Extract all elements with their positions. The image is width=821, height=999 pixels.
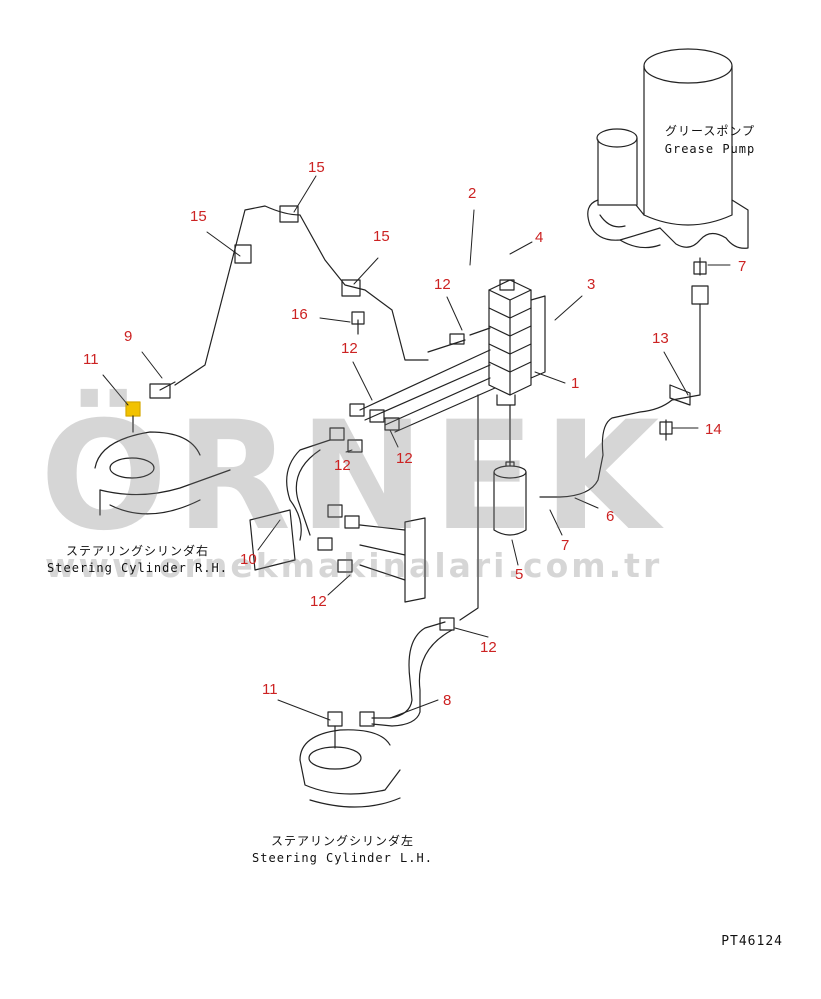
callout-11: 11	[262, 681, 278, 698]
callout-9: 9	[124, 328, 133, 345]
pump-supply-line	[539, 257, 709, 498]
grease-pump-en-label: Grease Pump	[664, 142, 756, 156]
hose-loop	[249, 439, 331, 571]
callout-14: 14	[705, 421, 722, 438]
rh-cylinder	[94, 401, 231, 516]
rh-cylinder-jp-label: ステアリングシリンダ右	[65, 544, 209, 558]
callout-3: 3	[587, 276, 596, 293]
fittings-group	[317, 327, 496, 603]
callout-12: 12	[310, 593, 327, 610]
lh-cylinder-line	[359, 394, 479, 727]
drawing-code: PT46124	[721, 934, 783, 949]
callout-7: 7	[738, 258, 747, 275]
callout-5: 5	[515, 566, 524, 583]
callout-7: 7	[561, 537, 570, 554]
callout-12: 12	[480, 639, 497, 656]
callout-13: 13	[652, 330, 669, 347]
callout-12: 12	[334, 457, 351, 474]
callout-16: 16	[291, 306, 308, 323]
lh-cylinder	[299, 711, 401, 808]
callout-6: 6	[606, 508, 615, 525]
callout-12: 12	[396, 450, 413, 467]
callout-11: 11	[83, 351, 99, 368]
distributor-block	[488, 279, 546, 406]
callout-15: 15	[308, 159, 325, 176]
callout-4: 4	[535, 229, 544, 246]
grease-pump-jp-label: グリースポンプ	[664, 124, 756, 138]
rh-cylinder-line	[149, 205, 429, 399]
lh-cylinder-jp-label: ステアリングシリンダ左	[270, 834, 414, 848]
callout-12: 12	[341, 340, 358, 357]
callout-15: 15	[373, 228, 390, 245]
watermark-logo: ÖRNEK	[40, 390, 668, 564]
filter-cartridge	[493, 404, 527, 536]
lh-cylinder-en-label: Steering Cylinder L.H.	[252, 851, 433, 865]
callout-10: 10	[240, 551, 257, 568]
watermark-url: www.ornekmakinalari.com.tr	[45, 546, 663, 585]
callout-1: 1	[571, 375, 580, 392]
callout-2: 2	[468, 185, 477, 202]
rh-cylinder-en-label: Steering Cylinder R.H.	[47, 561, 228, 575]
leader-lines	[102, 175, 731, 721]
callout-12: 12	[434, 276, 451, 293]
grease-pump	[587, 48, 749, 249]
callout-8: 8	[443, 692, 452, 709]
callout-15: 15	[190, 208, 207, 225]
